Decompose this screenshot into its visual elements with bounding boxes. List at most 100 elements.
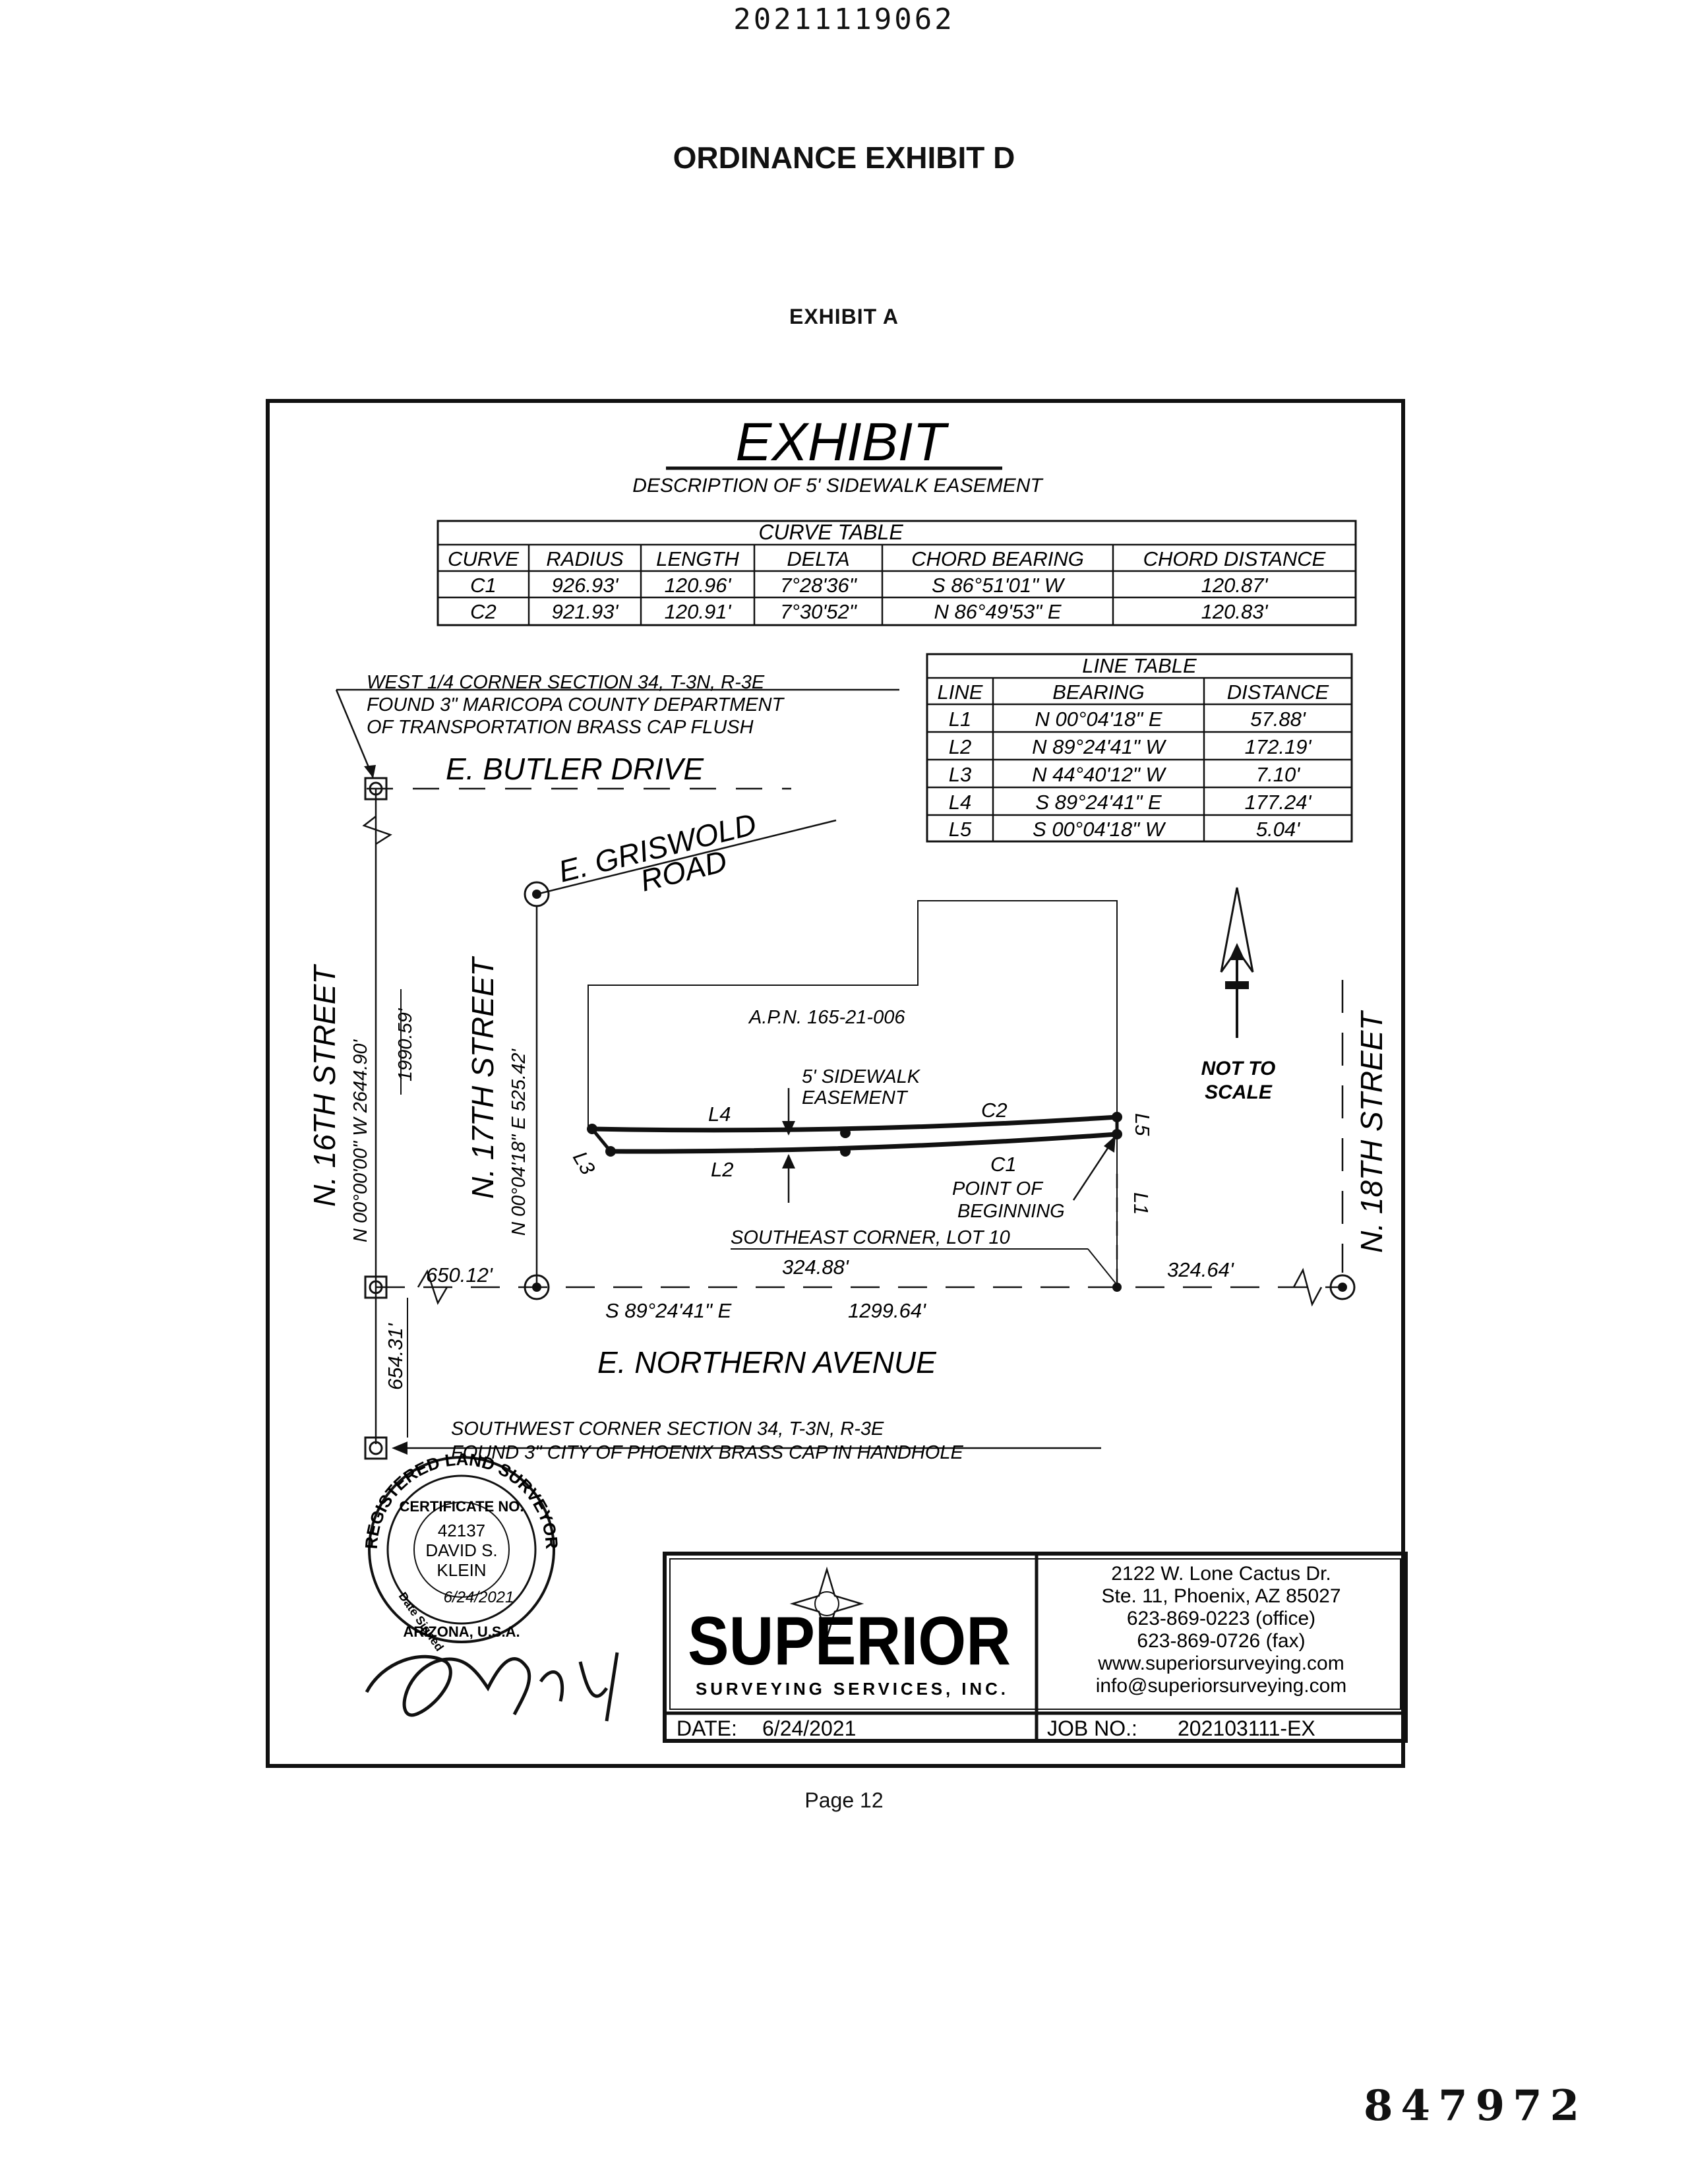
n16-distance: 1990.59' [395,1008,416,1081]
exhibit-heading: EXHIBIT [736,412,950,472]
easement-label-2: EASEMENT [802,1087,909,1108]
company-phone-fax: 623-869-0726 (fax) [1137,1630,1305,1652]
curve-cell: C2 [470,600,497,623]
length-header: LENGTH [656,547,739,570]
page-number: Page 12 [804,1788,884,1812]
curve-header: CURVE [448,547,519,570]
distance-cell: 7.10' [1256,763,1300,786]
distance-cell: 172.19' [1245,735,1312,758]
corner-note-line: OF TRANSPORTATION BRASS CAP FLUSH [367,717,754,738]
ordinance-title: ORDINANCE EXHIBIT D [673,140,1015,175]
company-phone-office: 623-869-0223 (office) [1127,1608,1315,1629]
not-to-scale-label: NOT TO [1201,1058,1276,1079]
line-cell: L2 [949,735,971,758]
chord-distance-cell: 120.87' [1201,574,1269,597]
job-number-value: 202103111-EX [1178,1716,1315,1740]
n17-street-label: N. 17TH STREET [466,956,500,1199]
break-symbol [1292,1267,1323,1307]
line-table-title: LINE TABLE [1082,654,1197,677]
easement-label: 5' SIDEWALK [802,1066,921,1087]
break-symbol [417,1269,448,1306]
exhibit-a-label: EXHIBIT A [789,305,899,328]
griswold-centerline [536,819,837,895]
curve-table: CURVE TABLE CURVE RADIUS LENGTH DELTA CH… [437,520,1357,626]
job-number-label: JOB NO.: [1047,1716,1137,1740]
radius-cell: 926.93' [552,574,619,597]
compass-rose-icon [789,1566,864,1641]
l4-label: L4 [708,1103,731,1126]
line-cell: L4 [949,791,971,814]
company-address-line: Ste. 11, Phoenix, AZ 85027 [1101,1585,1341,1607]
n17-bearing: N 00°04'18" E 525.42' [508,1048,529,1236]
distance-654: 654.31' [384,1323,407,1390]
line-cell: L3 [949,763,971,786]
company-logo-text: SUPERIOR [688,1603,1011,1680]
bearing-header: BEARING [1052,681,1145,704]
plat-frame [266,399,1405,1768]
length-cell: 120.91' [665,600,732,623]
sidewalk-easement [587,1112,1122,1157]
n18-street-label: N. 18TH STREET [1354,1010,1389,1253]
l5-label: L5 [1131,1113,1154,1136]
northern-bearing: S 89°24'41" E [605,1299,732,1322]
curve-cell: C1 [470,574,497,597]
delta-cell: 7°28'36" [780,574,858,597]
southwest-corner-note: SOUTHWEST CORNER SECTION 34, T-3N, R-3E … [392,1418,1101,1463]
length-cell: 120.96' [665,574,732,597]
company-website: www.superiorsurveying.com [1097,1653,1344,1674]
distance-cell: 57.88' [1250,708,1306,731]
distance-header: DISTANCE [1227,681,1329,704]
seal-name: DAVID S. [425,1540,497,1560]
monument-southwest-corner [364,1436,388,1460]
distance-324-east: 324.64' [1167,1258,1234,1281]
break-symbol [362,816,392,845]
northern-distance: 1299.64' [848,1299,926,1322]
company-tagline: SURVEYING SERVICES, INC. [696,1679,1006,1699]
se-corner-label: SOUTHEAST CORNER, LOT 10 [731,1227,1010,1248]
title-block: SUPERIOR SURVEYING SERVICES, INC. 2122 W… [663,1552,1408,1743]
bearing-cell: S 89°24'41" E [1035,791,1162,814]
chord-distance-cell: 120.83' [1201,600,1269,623]
not-to-scale-label-2: SCALE [1205,1081,1273,1103]
chord-bearing-header: CHORD BEARING [911,547,1084,570]
se-corner-leader [1087,1248,1116,1284]
seal-date: 6/24/2021 [444,1589,514,1606]
apn-label: A.P.N. 165-21-006 [748,1007,905,1028]
distance-324-west: 324.88' [782,1256,849,1279]
sw-note-line: FOUND 3" CITY OF PHOENIX BRASS CAP IN HA… [451,1442,963,1463]
monument-griswold-17th [524,881,550,907]
pob-leader [1072,1138,1116,1201]
easement-arrow [782,1154,795,1168]
northern-avenue-label: E. NORTHERN AVENUE [597,1345,937,1380]
n16-street-label: N. 16TH STREET [307,964,342,1207]
line-cell: L1 [949,708,971,731]
curve-table-title: CURVE TABLE [758,520,903,544]
exhibit-description: DESCRIPTION OF 5' SIDEWALK EASEMENT [632,475,1044,497]
surveyor-signature [365,1652,619,1722]
bearing-cell: S 00°04'18" W [1033,818,1166,841]
l2-label: L2 [711,1158,733,1181]
radius-header: RADIUS [546,547,623,570]
delta-header: DELTA [787,547,849,570]
date-value: 6/24/2021 [762,1716,856,1740]
west-quarter-corner-note: WEST 1/4 CORNER SECTION 34, T-3N, R-3E F… [335,672,899,779]
monument-18th-northern [1329,1274,1356,1300]
chord-bearing-cell: N 86°49'53" E [934,600,1061,623]
chord-distance-header: CHORD DISTANCE [1143,547,1326,570]
line-header: LINE [938,681,983,704]
bearing-cell: N 89°24'41" W [1032,735,1166,758]
pob-arrow [1104,1136,1116,1153]
easement-arrow [782,1121,795,1136]
bearing-cell: N 44°40'12" W [1032,763,1166,786]
seal-number: 42137 [438,1521,485,1540]
line-table: LINE TABLE LINE BEARING DISTANCE L1 N 00… [926,653,1353,843]
distance-650: 650.12' [426,1263,493,1287]
corner-note-line: WEST 1/4 CORNER SECTION 34, T-3N, R-3E [367,672,765,693]
seal-name-2: KLEIN [437,1560,486,1580]
radius-cell: 921.93' [552,600,619,623]
north-arrow-icon [1220,887,1254,1038]
sw-note-line: SOUTHWEST CORNER SECTION 34, T-3N, R-3E [451,1418,884,1440]
bearing-cell: N 00°04'18" E [1035,708,1162,731]
date-label: DATE: [677,1716,737,1740]
